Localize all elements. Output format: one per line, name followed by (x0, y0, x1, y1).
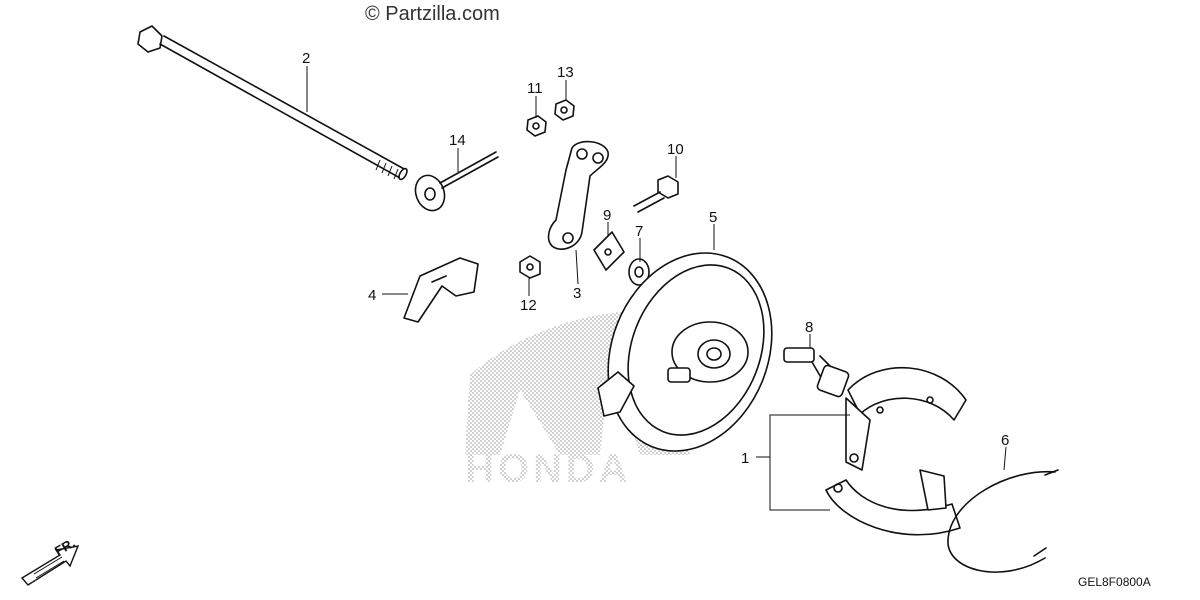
part-11-nut (526, 115, 547, 137)
part-10-bolt (633, 175, 679, 213)
part-3-brake-arm (547, 140, 609, 250)
leader-lines (306, 66, 1007, 511)
part-5-brake-panel (597, 252, 773, 452)
part-6-spring (947, 469, 1059, 573)
callout-labels: 2 14 13 11 10 9 7 5 3 12 4 8 6 1 (302, 50, 1009, 467)
callout-9: 9 (603, 207, 611, 224)
part-7-washer (628, 258, 650, 286)
part-1-brake-shoe-lower (825, 469, 961, 536)
front-direction-arrow: FR. (20, 535, 80, 586)
part-12-nut (519, 255, 541, 279)
diagram-code: GEL8F0800A (1078, 575, 1151, 589)
callout-14: 14 (449, 132, 466, 149)
callout-10: 10 (667, 141, 684, 158)
part-8-cam-shaft (783, 347, 850, 398)
part-2-axle (137, 25, 408, 181)
part-1-brake-shoe-upper (845, 366, 967, 471)
callout-6: 6 (1001, 432, 1009, 449)
honda-wordmark: HONDA (465, 447, 632, 491)
callout-11: 11 (527, 80, 543, 97)
part-14-adjuster (414, 151, 499, 212)
callout-13: 13 (557, 64, 574, 81)
part-4-bracket (403, 257, 479, 323)
callout-4: 4 (368, 287, 376, 304)
part-13-nut (554, 99, 575, 121)
callout-8: 8 (805, 319, 813, 336)
callout-2: 2 (302, 50, 310, 67)
callout-12: 12 (520, 297, 537, 314)
part-9-plate (593, 231, 625, 271)
callout-1: 1 (741, 450, 749, 467)
callout-3: 3 (573, 285, 581, 302)
watermark-text: © Partzilla.com (365, 3, 500, 25)
callout-5: 5 (709, 209, 717, 226)
callout-7: 7 (635, 223, 643, 240)
